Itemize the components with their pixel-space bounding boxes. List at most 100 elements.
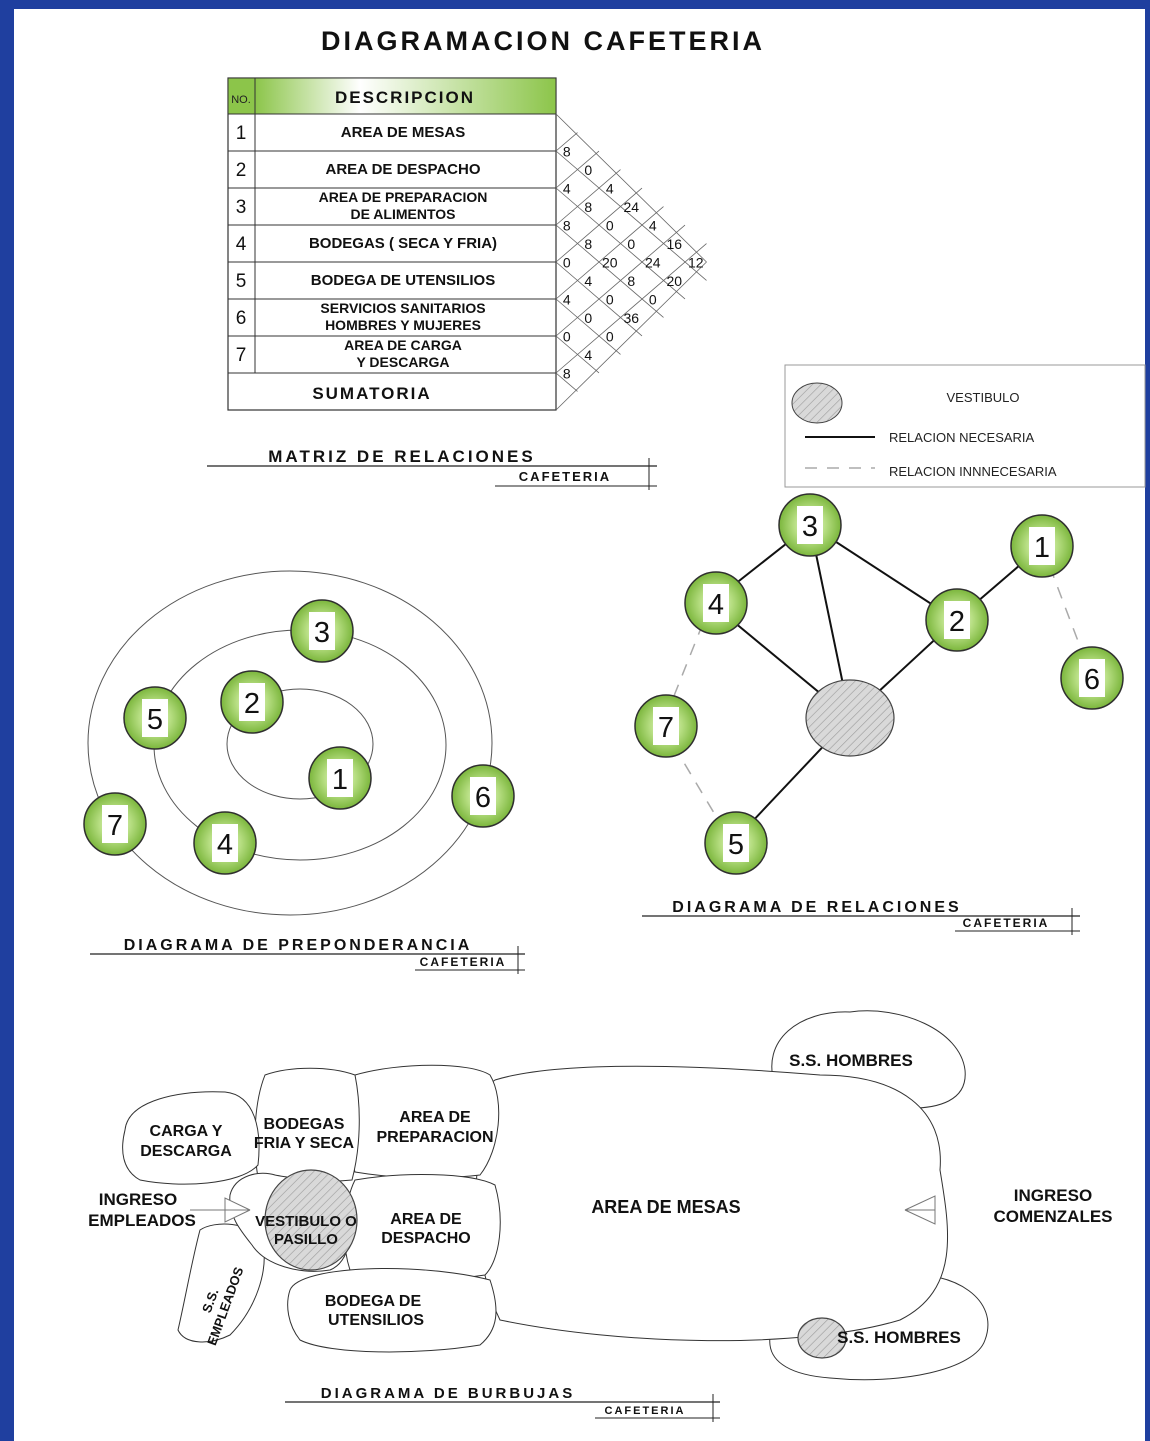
preponderance-node-3: 3 <box>290 599 354 663</box>
node-label-box <box>653 707 679 745</box>
node-label-box <box>470 777 496 815</box>
matrix-row-description: DE ALIMENTOS <box>350 206 455 222</box>
matrix-value: 0 <box>606 292 614 308</box>
legend: VESTIBULO RELACION NECESARIA RELACION IN… <box>784 364 1146 488</box>
label-vestibulo-2: PASILLO <box>274 1231 338 1248</box>
matrix-value: 16 <box>666 236 682 252</box>
legend-innecesaria-label: RELACION INNNECESARIA <box>889 464 1057 479</box>
matrix-triangle-gridline <box>555 224 686 337</box>
relations-node-4: 4 <box>684 571 748 635</box>
matrix-triangle-gridline <box>555 243 707 374</box>
matrix-value: 24 <box>645 255 661 271</box>
node-label: 7 <box>658 712 674 744</box>
relations-node-5: 5 <box>704 811 768 875</box>
label-utensilios-1: BODEGA DE <box>325 1293 422 1310</box>
preponderance-subcaption: CAFETERIA <box>420 955 507 969</box>
node-label-box <box>327 759 353 797</box>
relations-node-3: 3 <box>778 493 842 557</box>
preponderance-node-6: 6 <box>451 764 515 828</box>
node-label: 3 <box>314 617 330 649</box>
matrix-value: 4 <box>584 273 592 289</box>
node-label-box <box>1079 659 1105 697</box>
matrix-row-description: AREA DE MESAS <box>341 124 465 141</box>
matrix-value: 0 <box>584 310 592 326</box>
node-label-box <box>309 612 335 650</box>
label-vestibulo-1: VESTIBULO O <box>255 1213 357 1230</box>
matrix-value: 0 <box>649 292 657 308</box>
bubble-utensilios <box>287 1268 497 1353</box>
matrix-row-description: BODEGA DE UTENSILIOS <box>311 272 495 289</box>
ring-middle <box>153 629 447 861</box>
node-label-box <box>944 601 970 639</box>
relations-caption: DIAGRAMA DE RELACIONES <box>672 899 961 916</box>
node-label-box <box>1029 527 1055 565</box>
matrix-value: 0 <box>584 162 592 178</box>
matrix-row-number: 4 <box>236 234 247 255</box>
label-ingreso-empleados-2: EMPLEADOS <box>88 1211 196 1230</box>
matrix-triangle-edge <box>555 113 707 263</box>
matrix-value: 0 <box>606 329 614 345</box>
matrix-header-desc-cell <box>254 77 557 115</box>
label-despacho-1: AREA DE <box>390 1211 462 1228</box>
bubble-diagram: S.S. HOMBRES CARGA Y DESCARGA BODEGAS FR… <box>88 1010 1113 1381</box>
matrix-value: 8 <box>563 218 571 234</box>
node-label-box <box>142 699 168 737</box>
label-preparacion-1: AREA DE <box>399 1109 471 1126</box>
matrix-row-description: AREA DE DESPACHO <box>325 161 480 178</box>
matrix-value: 0 <box>606 218 614 234</box>
node-label: 2 <box>949 606 965 638</box>
matrix-triangle-gridline <box>555 187 643 263</box>
matrix-value: 36 <box>623 310 639 326</box>
matrix-row-number: 2 <box>236 160 247 181</box>
node-label-box <box>797 506 823 544</box>
matrix-row-description: HOMBRES Y MUJERES <box>325 317 481 333</box>
matrix-value: 8 <box>627 273 635 289</box>
frame-left-border <box>0 0 14 1441</box>
matrix-triangle-gridline <box>555 169 621 226</box>
node-label-box <box>723 824 749 862</box>
matrix-row-description: AREA DE CARGA <box>344 337 462 353</box>
frame-right-border <box>1145 0 1150 1441</box>
label-area-mesas: AREA DE MESAS <box>591 1197 740 1217</box>
relations-node-2: 2 <box>925 588 989 652</box>
matrix-value: 8 <box>563 366 571 382</box>
legend-necesaria-label: RELACION NECESARIA <box>889 430 1035 445</box>
matrix-row-description: AREA DE PREPARACION <box>319 189 488 205</box>
matrix-row-number: 5 <box>236 271 247 292</box>
matrix-triangle-gridline <box>555 206 664 300</box>
frame-top-border <box>0 0 1150 9</box>
matrix-sum-label: SUMATORIA <box>312 384 431 403</box>
node-label: 6 <box>475 782 491 814</box>
node-label-box <box>212 824 238 862</box>
matrix-value: 8 <box>584 199 592 215</box>
node-label: 5 <box>147 704 163 736</box>
matrix-value: 20 <box>666 273 682 289</box>
matrix-triangle-gridline <box>555 150 600 189</box>
label-ingreso-empleados-1: INGRESO <box>99 1190 177 1209</box>
preponderance-node-1: 1 <box>308 746 372 810</box>
ring-outer <box>87 570 493 916</box>
matrix-header-desc: DESCRIPCION <box>335 88 475 107</box>
matrix-value: 0 <box>563 255 571 271</box>
label-carga-1: CARGA Y <box>150 1123 223 1140</box>
matrix-value: 4 <box>584 347 592 363</box>
legend-vestibulo-label: VESTIBULO <box>947 390 1020 405</box>
node-label: 4 <box>217 829 233 861</box>
matrix-triangle-gridline <box>555 132 578 152</box>
node-label: 5 <box>728 829 744 861</box>
node-label-box <box>239 683 265 721</box>
matrix-row-number: 1 <box>236 123 247 144</box>
node-label: 7 <box>107 810 123 842</box>
bubble-vestibulo-hatch <box>264 1169 358 1271</box>
node-label: 1 <box>332 764 348 796</box>
matrix-triangle-gridline <box>555 224 664 318</box>
matrix-row-description: SERVICIOS SANITARIOS <box>320 300 485 316</box>
label-preparacion-2: PREPARACION <box>376 1129 493 1146</box>
node-label: 3 <box>802 511 818 543</box>
relations-node-6: 6 <box>1060 646 1124 710</box>
label-hombres-top: S.S. HOMBRES <box>789 1051 913 1070</box>
matrix-row-number: 3 <box>236 197 247 218</box>
node-label-box <box>703 584 729 622</box>
